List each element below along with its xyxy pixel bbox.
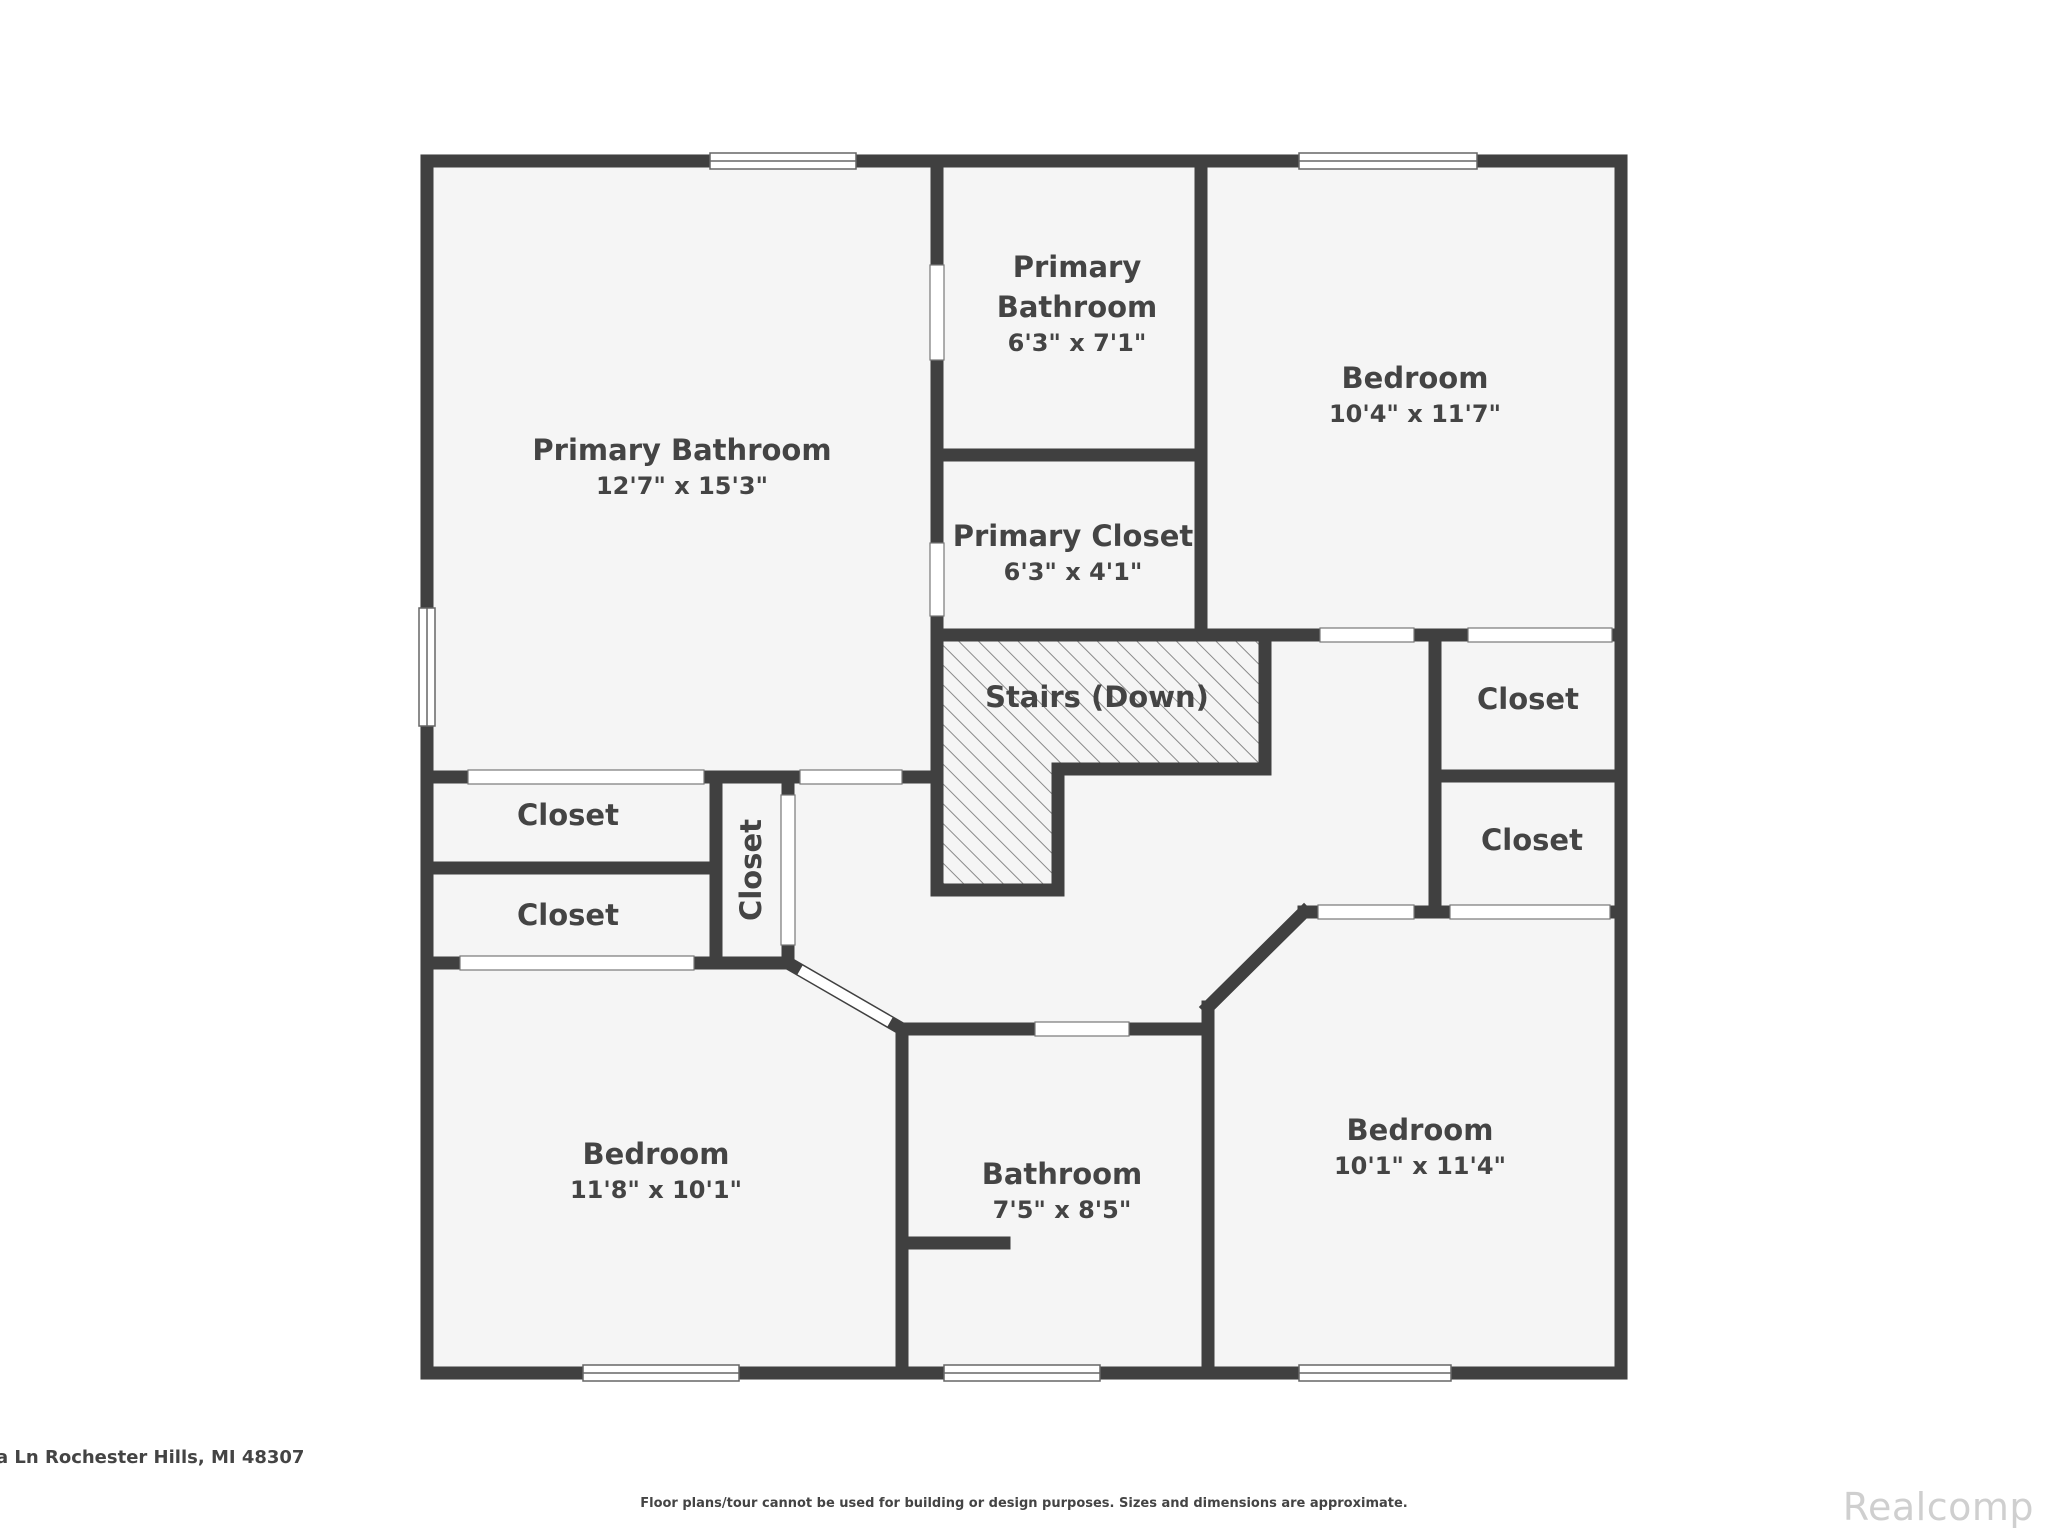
room-dimensions: 10'4" x 11'7" [1329, 400, 1501, 428]
room-dimensions: 11'8" x 10'1" [570, 1176, 742, 1204]
room-dimensions: 7'5" x 8'5" [993, 1196, 1132, 1224]
doorway [1449, 904, 1611, 920]
room-name: Closet [1477, 682, 1579, 716]
doorway [929, 542, 945, 617]
windows-and-openings [418, 152, 1613, 1382]
room-name: Primary Bathroom [532, 433, 831, 467]
doorway [1034, 1021, 1130, 1037]
doorway [1467, 627, 1613, 643]
room-dimensions: 12'7" x 15'3" [596, 472, 768, 500]
room-name: Primary [1013, 250, 1142, 284]
room-name: Bedroom [583, 1137, 730, 1171]
disclaimer-text: Floor plans/tour cannot be used for buil… [640, 1496, 1408, 1511]
room-name: Primary Closet [953, 519, 1194, 553]
room-name: Bedroom [1342, 361, 1489, 395]
doorway [797, 965, 893, 1027]
room-name: Closet [517, 798, 619, 832]
doorway [467, 769, 705, 785]
room-name: Closet [1481, 823, 1583, 857]
doorway [459, 955, 695, 971]
doorway [1319, 627, 1415, 643]
room-labels: Primary Bathroom 12'7" x 15'3" Primary B… [517, 250, 1583, 1224]
realcomp-watermark: Realcomp [1842, 1485, 2034, 1529]
room-name: Closet [734, 819, 768, 921]
room-name: Bathroom [982, 1157, 1143, 1191]
room-dimensions: 10'1" x 11'4" [1334, 1152, 1506, 1180]
doorway [780, 794, 796, 946]
property-address: a Ln Rochester Hills, MI 48307 [0, 1447, 305, 1468]
room-name: Bathroom [997, 290, 1158, 324]
doorway [929, 264, 945, 361]
doorway [1317, 904, 1415, 920]
doorway [799, 769, 903, 785]
room-name: Bedroom [1347, 1113, 1494, 1147]
room-name: Stairs (Down) [985, 680, 1209, 714]
room-dimensions: 6'3" x 4'1" [1004, 558, 1143, 586]
room-name: Closet [517, 898, 619, 932]
room-dimensions: 6'3" x 7'1" [1008, 329, 1147, 357]
